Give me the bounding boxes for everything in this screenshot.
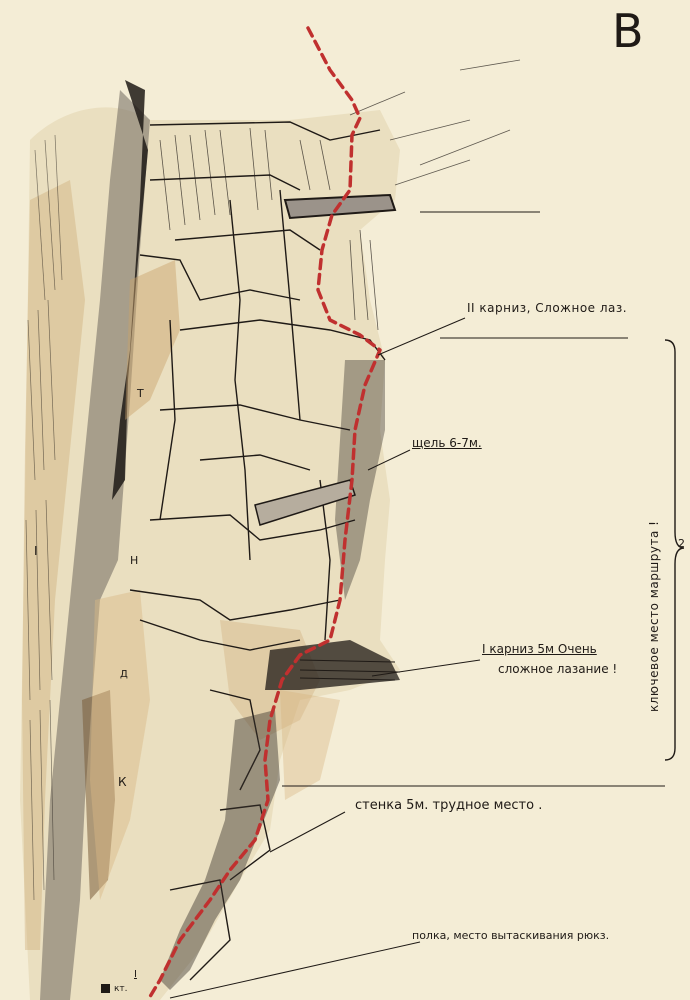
cornice2-label: II карниз, Сложное лаз. [467,301,628,315]
wall-label: стенка 5м. трудное место . [355,798,543,813]
crack-label: щель 6-7м. [412,436,482,450]
shelf-label: полка, место вытаскивания рюкз. [412,929,610,942]
checkpoint-number: I [134,969,137,980]
rock-letter-k: К [118,775,127,789]
rock-letter-i: I [34,544,38,558]
rock-letter-n: Н [130,554,139,567]
cornice1-label-line1: I карниз 5м Очень [482,642,597,656]
cornice1-label-line2: сложное лазание ! [498,662,618,676]
rock-letter-t: Т [137,387,144,400]
key-section-number: 2 [678,537,685,550]
climbing-route-line [146,26,382,1000]
sheet-letter: В [612,4,644,58]
checkpoint-marker [101,984,110,993]
rock-drawing [20,59,521,1000]
leader-lines [169,211,665,999]
key-section-label: ключевое место маршрута ! [647,520,661,712]
rock-letter-d: Д [120,669,128,680]
key-section-bracket [664,339,685,761]
checkpoint-label: кт. [114,984,128,994]
